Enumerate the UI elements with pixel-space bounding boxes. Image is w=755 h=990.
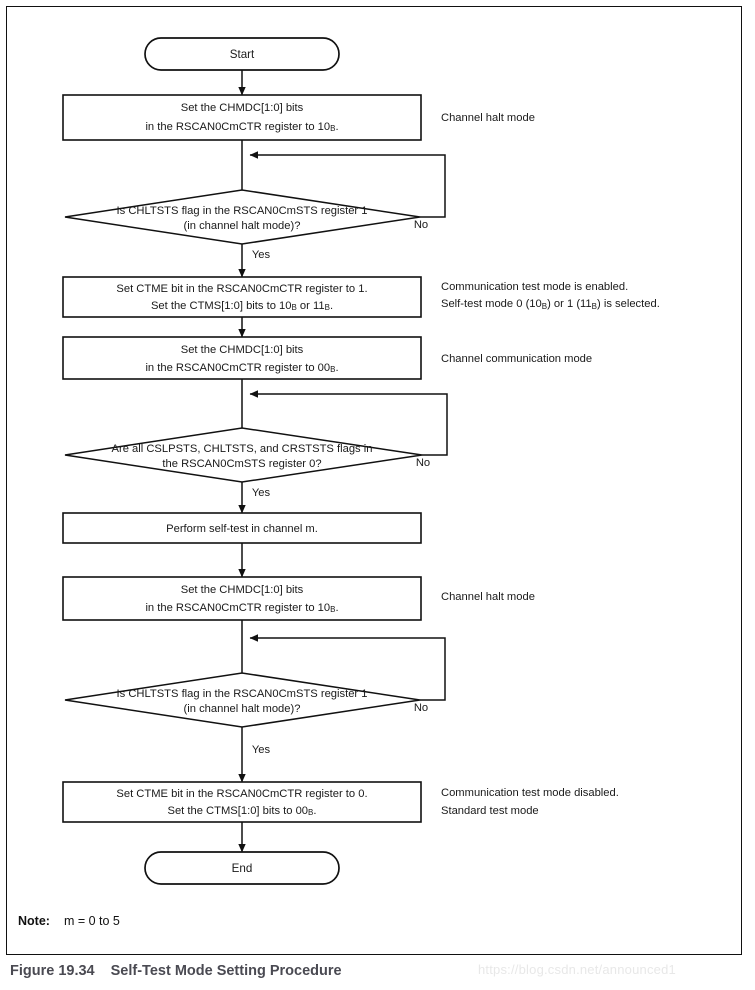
box3-line2-sub: B xyxy=(330,365,335,374)
box3-line2-end: . xyxy=(335,362,338,374)
box5-line1: Set the CHMDC[1:0] bits xyxy=(181,584,304,596)
box1-shape xyxy=(62,94,422,141)
annotation-box2-line2: Self-test mode 0 (10B) or 1 (11B) is sel… xyxy=(441,298,660,311)
node-end[interactable]: End xyxy=(144,851,340,885)
annotation-box2-line2-main: Self-test mode 0 (10 xyxy=(441,298,542,310)
box6-line2-main: Set the CTMS[1:0] bits to 00 xyxy=(168,805,309,817)
dec3-no-label: No xyxy=(414,702,428,714)
box1-line1: Set the CHMDC[1:0] bits xyxy=(181,102,304,114)
dec3-line1: Is CHLTSTS flag in the RSCAN0CmSTS regis… xyxy=(117,688,368,700)
box6-shape xyxy=(62,781,422,823)
dec2-line1: Are all CSLPSTS, CHLTSTS, and CRSTSTS fl… xyxy=(112,443,373,455)
box2-line2-mid: or 11 xyxy=(297,300,325,312)
box2-line1: Set CTME bit in the RSCAN0CmCTR register… xyxy=(116,283,367,295)
node-box6-set-ctme-0[interactable]: Set CTME bit in the RSCAN0CmCTR register… xyxy=(62,781,422,823)
node-box4-perform-self-test[interactable]: Perform self-test in channel m. xyxy=(62,512,422,544)
box5-line2-sub: B xyxy=(330,605,335,614)
node-dec1-chltsts-check[interactable]: Is CHLTSTS flag in the RSCAN0CmSTS regis… xyxy=(64,189,428,261)
dec2-no-label: No xyxy=(416,457,430,469)
box1-line2-end: . xyxy=(335,121,338,133)
end-label: End xyxy=(232,862,253,875)
node-box1-set-chmdc-10b[interactable]: Set the CHMDC[1:0] bits in the RSCAN0CmC… xyxy=(62,94,422,141)
box3-line2-main: in the RSCAN0CmCTR register to 00 xyxy=(145,362,330,374)
note-row: Note: m = 0 to 5 xyxy=(18,914,120,928)
box5-line2-main: in the RSCAN0CmCTR register to 10 xyxy=(145,602,330,614)
dec1-line2: (in channel halt mode)? xyxy=(184,220,301,232)
box2-line2: Set the CTMS[1:0] bits to 10B or 11B. xyxy=(151,300,333,312)
annotation-box6-line2: Standard test mode xyxy=(441,805,539,817)
figure-number: Figure 19.34 xyxy=(10,963,95,979)
box1-line2: in the RSCAN0CmCTR register to 10B. xyxy=(145,121,338,133)
node-dec3-chltsts-check[interactable]: Is CHLTSTS flag in the RSCAN0CmSTS regis… xyxy=(64,672,428,756)
start-terminator-shape xyxy=(144,37,340,71)
box5-line2: in the RSCAN0CmCTR register to 10B. xyxy=(145,602,338,614)
box2-line2-sub2: B xyxy=(325,303,330,312)
box2-line2-main: Set the CTMS[1:0] bits to 10 xyxy=(151,300,292,312)
flowchart-canvas: Start Set the CHMDC[1:0] bits in the RSC… xyxy=(62,37,660,885)
dec1-line1: Is CHLTSTS flag in the RSCAN0CmSTS regis… xyxy=(117,205,368,217)
watermark-text: https://blog.csdn.net/announced1 xyxy=(478,962,676,977)
annotation-box3: Channel communication mode xyxy=(441,353,592,365)
note-value: m = 0 to 5 xyxy=(63,914,120,928)
node-start[interactable]: Start xyxy=(144,37,340,71)
box6-line1: Set CTME bit in the RSCAN0CmCTR register… xyxy=(116,788,367,800)
note-label: Note: xyxy=(18,914,50,928)
box3-line1: Set the CHMDC[1:0] bits xyxy=(181,344,304,356)
dec3-diamond-shape xyxy=(64,672,421,728)
connector-dec3-no-loopback xyxy=(249,634,446,701)
box3-shape xyxy=(62,336,422,380)
dec1-no-label: No xyxy=(414,219,428,231)
end-terminator-shape xyxy=(144,851,340,885)
box5-shape xyxy=(62,576,422,621)
dec1-yes-label: Yes xyxy=(252,249,271,261)
box6-line2: Set the CTMS[1:0] bits to 00B. xyxy=(168,805,317,817)
annotation-box6-line1: Communication test mode disabled. xyxy=(441,787,619,799)
annotation-box2-line1: Communication test mode is enabled. xyxy=(441,281,628,293)
annotation-box5: Channel halt mode xyxy=(441,591,535,603)
box4-line1: Perform self-test in channel m. xyxy=(166,523,318,535)
box2-line2-end: . xyxy=(330,300,333,312)
box1-line2-main: in the RSCAN0CmCTR register to 10 xyxy=(145,121,330,133)
node-box2-set-ctme-1[interactable]: Set CTME bit in the RSCAN0CmCTR register… xyxy=(62,276,422,318)
annotation-box2-line2-sub1: B xyxy=(542,302,547,311)
annotation-box2-line2-sub2: B xyxy=(592,302,597,311)
box1-line2-sub: B xyxy=(330,124,335,133)
dec2-yes-label: Yes xyxy=(252,487,271,499)
dec3-yes-label: Yes xyxy=(252,744,271,756)
node-box5-set-chmdc-10b[interactable]: Set the CHMDC[1:0] bits in the RSCAN0CmC… xyxy=(62,576,422,621)
dec3-line2: (in channel halt mode)? xyxy=(184,703,301,715)
node-box3-set-chmdc-00b[interactable]: Set the CHMDC[1:0] bits in the RSCAN0CmC… xyxy=(62,336,422,380)
annotation-box2-line2-end: ) is selected. xyxy=(597,298,660,310)
box6-line2-sub: B xyxy=(308,808,313,817)
annotation-box1: Channel halt mode xyxy=(441,112,535,124)
side-annotations: Channel halt mode Communication test mod… xyxy=(441,112,660,817)
dec2-diamond-shape xyxy=(64,427,423,483)
connector-dec1-no-loopback xyxy=(249,151,446,218)
start-label: Start xyxy=(230,48,255,61)
box5-line2-end: . xyxy=(335,602,338,614)
annotation-box2-line2-mid: ) or 1 (11 xyxy=(547,298,592,310)
dec1-diamond-shape xyxy=(64,189,421,245)
connectors xyxy=(238,70,448,853)
box4-shape xyxy=(62,512,422,544)
box3-line2: in the RSCAN0CmCTR register to 00B. xyxy=(145,362,338,374)
dec2-line2: the RSCAN0CmSTS register 0? xyxy=(162,458,321,470)
figure-title: Self-Test Mode Setting Procedure xyxy=(110,963,342,979)
box2-shape xyxy=(62,276,422,318)
figure-caption: Figure 19.34 Self-Test Mode Setting Proc… xyxy=(10,963,342,979)
node-dec2-flags-zero-check[interactable]: Are all CSLPSTS, CHLTSTS, and CRSTSTS fl… xyxy=(64,427,430,499)
box6-line2-end: . xyxy=(313,805,316,817)
box2-line2-sub1: B xyxy=(291,303,296,312)
connector-dec2-no-loopback xyxy=(249,390,448,456)
